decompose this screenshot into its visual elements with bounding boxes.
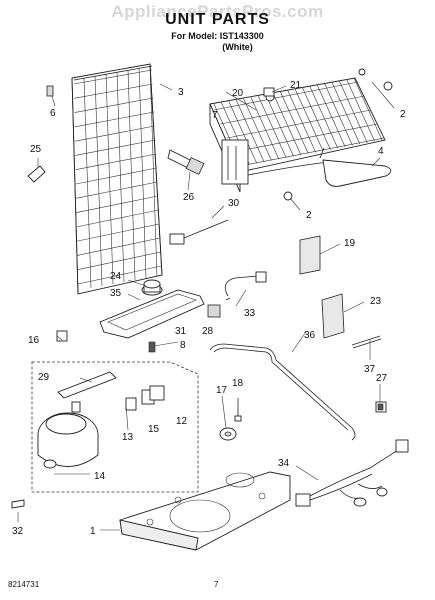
callout-31: 31 [175,326,187,337]
callout-13: 13 [122,432,134,443]
callout-7: 7 [212,110,218,121]
wiring-harness [295,439,409,507]
watermark-text: AppliancePartsPros.com [111,2,324,21]
callout-24: 24 [110,271,122,282]
bolt-26 [167,149,205,175]
callout-28: 28 [202,326,214,337]
callout-6: 6 [50,108,56,119]
callout-16: 16 [28,335,40,346]
grommet-17 [219,427,237,441]
suction-tube [209,343,356,441]
drain-pan [99,279,205,339]
callout-27: 27 [376,373,388,384]
variant-label: (White) [222,42,253,52]
callout-29: 29 [38,372,50,383]
callout-25: 25 [30,144,42,155]
callout-18: 18 [232,378,244,389]
connector-30 [169,219,229,245]
callout-30: 30 [228,198,240,209]
callout-23: 23 [370,296,382,307]
leader-lines [17,81,395,531]
callout-35: 35 [110,288,122,299]
callout-4: 4 [378,146,384,157]
page-number: 7 [214,580,219,589]
small-parts-31-16 [56,304,221,353]
clip-25 [27,165,46,183]
screw-18 [234,398,242,422]
compressor-assembly [31,361,199,493]
callout-8: 8 [180,340,186,351]
callout-21: 21 [290,80,302,91]
callout-19: 19 [344,238,356,249]
evaporator-coil [209,68,393,201]
callout-1: 1 [90,526,96,537]
grommet-6 [46,85,54,97]
clip-32 [11,499,25,509]
callout-14: 14 [94,471,106,482]
doc-number: 8214731 [8,580,40,589]
callout-32: 32 [12,526,24,537]
condenser-coil [71,63,163,295]
bracket-27 [375,401,387,413]
pad-23 [321,293,345,339]
base-plate [119,471,291,551]
callout-12: 12 [176,416,188,427]
diagram-title: UNIT PARTS [165,11,270,28]
pad-19 [299,235,321,275]
callout-17: 17 [216,385,228,396]
wire-harness-33 [224,271,267,301]
callout-2-mid: 2 [306,210,312,221]
rod-37 [351,335,381,346]
callout-33: 33 [244,308,256,319]
callout-26: 26 [183,192,195,203]
callout-36: 36 [304,330,316,341]
callout-20: 20 [232,88,244,99]
callout-37: 37 [364,364,376,375]
callout-2-top: 2 [400,109,406,120]
callout-34: 34 [278,458,290,469]
callout-3: 3 [178,87,184,98]
callout-15: 15 [148,424,160,435]
model-line: For Model: IST143300 [171,31,264,41]
callout-numbers: 3 6 25 26 30 24 35 16 31 28 8 29 15 13 1… [12,80,406,537]
